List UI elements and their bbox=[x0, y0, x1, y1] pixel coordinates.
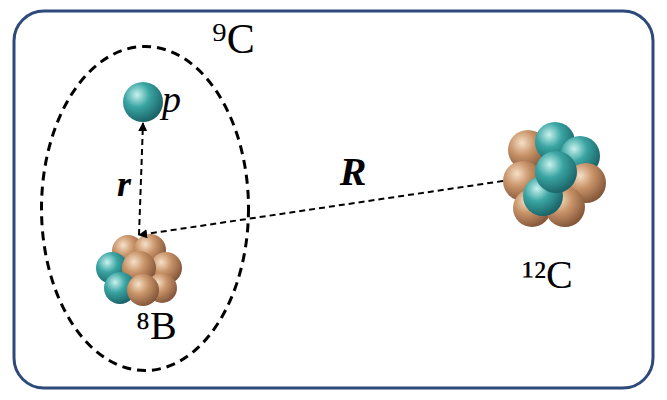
nucleus-ellipse: ⁹Cp⁸B bbox=[40, 45, 250, 372]
proton-sphere bbox=[123, 82, 163, 122]
c12-nucleus bbox=[503, 122, 606, 227]
core-node: ⁸B bbox=[92, 230, 187, 355]
position-vector bbox=[139, 181, 503, 235]
proton-node: p bbox=[118, 78, 198, 128]
outer-frame bbox=[14, 11, 653, 388]
target-label: ¹²C bbox=[522, 255, 573, 295]
position-vector bbox=[139, 123, 143, 235]
b8-nucleus bbox=[96, 234, 182, 306]
target-node: ¹²C bbox=[495, 125, 620, 315]
vector-label: R bbox=[338, 152, 369, 192]
proton-label: p bbox=[162, 80, 181, 118]
nucleus-label: ⁹C bbox=[212, 18, 255, 60]
ellipse-outline bbox=[42, 47, 249, 371]
core-label: ⁸B bbox=[136, 306, 177, 346]
vector-label: r bbox=[115, 166, 133, 202]
